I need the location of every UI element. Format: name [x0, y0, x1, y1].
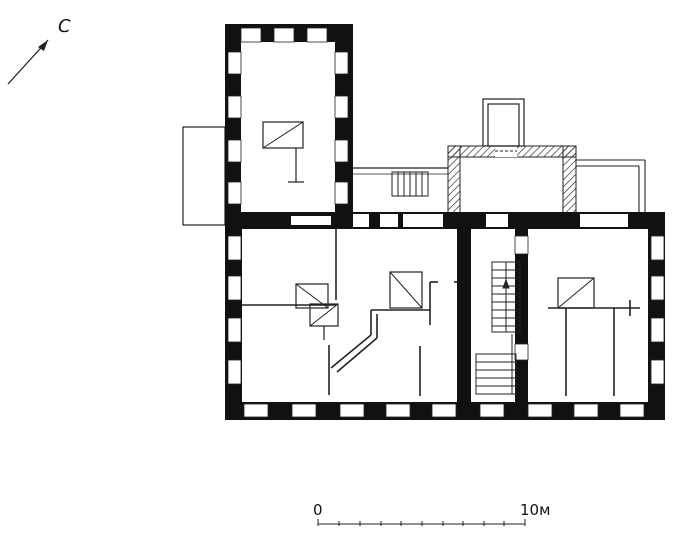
opening — [580, 214, 628, 227]
rear-porch — [482, 98, 525, 147]
hatched-wall-left — [447, 145, 461, 217]
stove — [389, 271, 423, 309]
window — [227, 359, 242, 385]
partition — [336, 337, 378, 373]
link-corridor — [353, 167, 448, 197]
stair-wall-opening — [514, 235, 529, 255]
west-wall-windows — [227, 235, 242, 385]
west-porch — [182, 126, 226, 226]
window — [650, 317, 665, 343]
window — [227, 275, 242, 301]
window — [334, 51, 349, 75]
north-wing — [225, 24, 353, 218]
window — [431, 403, 457, 418]
stair-wall-opening — [514, 343, 529, 361]
north-arrow-head — [38, 40, 48, 51]
window — [650, 359, 665, 385]
opening — [486, 214, 508, 227]
window — [227, 139, 242, 163]
stove — [557, 277, 595, 309]
window — [227, 317, 242, 343]
window — [273, 27, 295, 43]
window — [334, 139, 349, 163]
stove-diagonal — [389, 271, 423, 309]
stove-box — [557, 277, 595, 309]
stove-box — [295, 283, 329, 309]
stair-lower-flight — [475, 353, 517, 395]
rear-porch-inner — [487, 103, 520, 147]
north-wing-windows — [227, 27, 349, 205]
east-wall-windows — [650, 235, 665, 385]
scale-end-label: 10м — [520, 501, 550, 519]
window — [650, 235, 665, 261]
south-wall-windows — [243, 403, 645, 418]
scale-start-label: 0 — [313, 501, 323, 519]
window — [227, 95, 242, 119]
window — [243, 403, 269, 418]
rear-porch-outer — [482, 98, 525, 147]
stove — [295, 283, 339, 340]
window — [619, 403, 645, 418]
floor-plan — [182, 24, 665, 420]
interior-wall-east-of-stair — [515, 229, 528, 402]
opening — [380, 214, 398, 227]
interior-wall-west-of-stair — [457, 229, 471, 402]
small-staircase — [391, 171, 429, 197]
window — [227, 51, 242, 75]
window — [527, 403, 553, 418]
hatched-vestibule — [447, 145, 577, 217]
window — [334, 95, 349, 119]
main-block — [225, 212, 665, 420]
main-wall-north — [225, 212, 665, 229]
stair-arrow — [502, 278, 510, 289]
hatched-wall-right — [562, 145, 577, 217]
north-wall-openings — [291, 214, 628, 227]
stove-diagonal — [557, 277, 595, 309]
window — [334, 181, 349, 205]
main-staircase — [475, 261, 521, 395]
window — [227, 235, 242, 261]
stove — [262, 121, 304, 183]
north-arrow: С — [7, 16, 71, 85]
partition — [330, 334, 372, 369]
scale-bar — [317, 519, 526, 526]
opening — [403, 214, 443, 227]
window — [479, 403, 505, 418]
opening — [353, 214, 369, 227]
window — [240, 27, 262, 43]
north-arrow-label: С — [58, 16, 71, 37]
window — [227, 181, 242, 205]
window — [306, 27, 328, 43]
window — [291, 403, 317, 418]
window — [385, 403, 411, 418]
opening — [291, 216, 331, 225]
window — [339, 403, 365, 418]
east-annex — [576, 159, 646, 214]
stove-box — [389, 271, 423, 309]
stove-box — [262, 121, 304, 149]
interior-partitions — [242, 229, 640, 396]
window — [650, 275, 665, 301]
stove-diagonal — [309, 303, 339, 327]
stove-diagonal — [262, 121, 304, 149]
window — [573, 403, 599, 418]
